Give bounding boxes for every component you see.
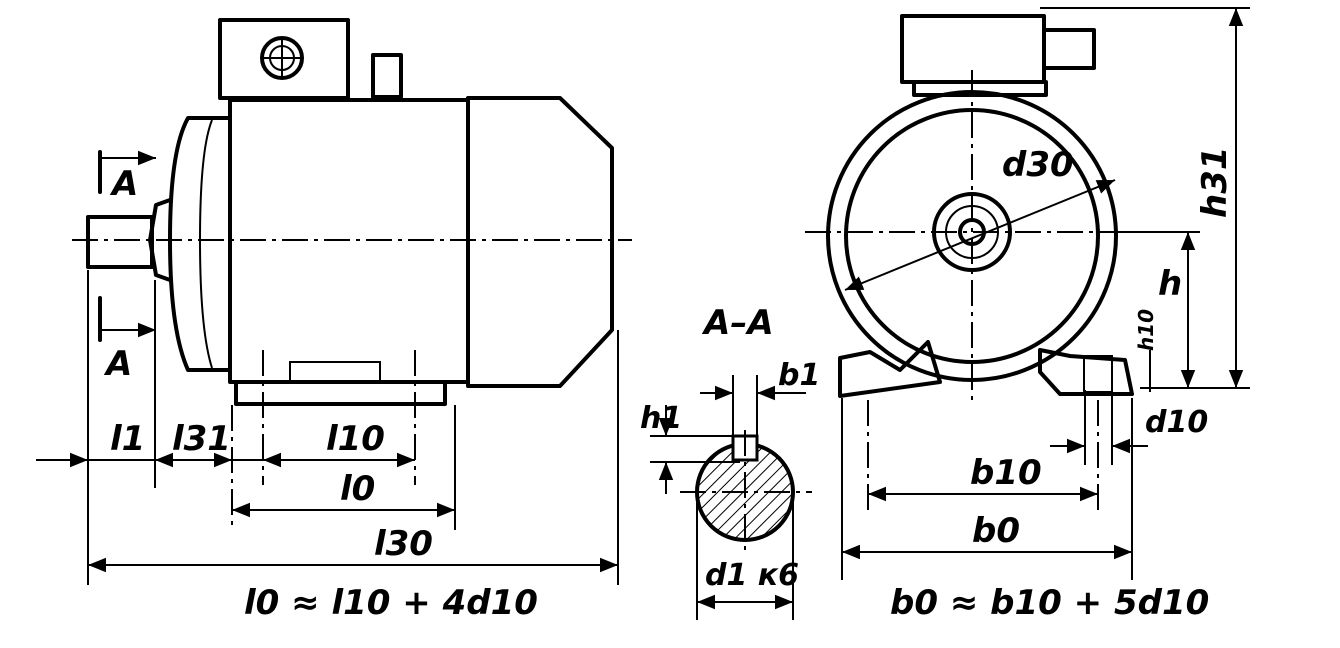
label-l10: l10 [326,419,385,459]
label-d30: d30 [1002,145,1074,185]
mounting-foot [234,380,447,406]
section-a-label-top: A [109,164,138,204]
fan-cover [466,96,614,388]
shaft-section-view: A–A b1 h1 d1 к6 [640,303,820,620]
right-foot [1038,348,1134,396]
label-b1: b1 [778,358,820,393]
section-a-label-bottom: A [103,344,132,384]
formula-l0: l0 ≈ l10 + 4d10 [244,583,538,623]
dim-d30 [844,179,1116,291]
label-h: h [1158,264,1182,304]
lifting-eye [371,53,403,99]
label-d1-fit: d1 к6 [705,558,799,593]
label-l1: l1 [110,419,145,459]
front-view: d30 h31 h h10 d10 b10 b0 b0 ≈ b10 + 5d10 [805,7,1250,623]
label-l0: l0 [340,469,375,509]
side-view: A A l1 l31 l10 l0 l30 l0 ≈ l10 + 4d10 [36,18,632,623]
formula-b0: b0 ≈ b10 + 5d10 [890,583,1209,623]
label-b0: b0 [972,511,1020,551]
label-b10: b10 [970,453,1042,493]
shaft [86,215,154,269]
left-foot [838,340,942,398]
section-title: A–A [701,303,774,343]
label-h31: h31 [1195,146,1235,218]
label-l31: l31 [172,419,231,459]
label-d10: d10 [1145,405,1208,440]
label-h1: h1 [640,401,682,436]
label-l30: l30 [374,524,433,564]
mounting-hole [1083,355,1113,393]
label-h10: h10 [1134,309,1158,351]
